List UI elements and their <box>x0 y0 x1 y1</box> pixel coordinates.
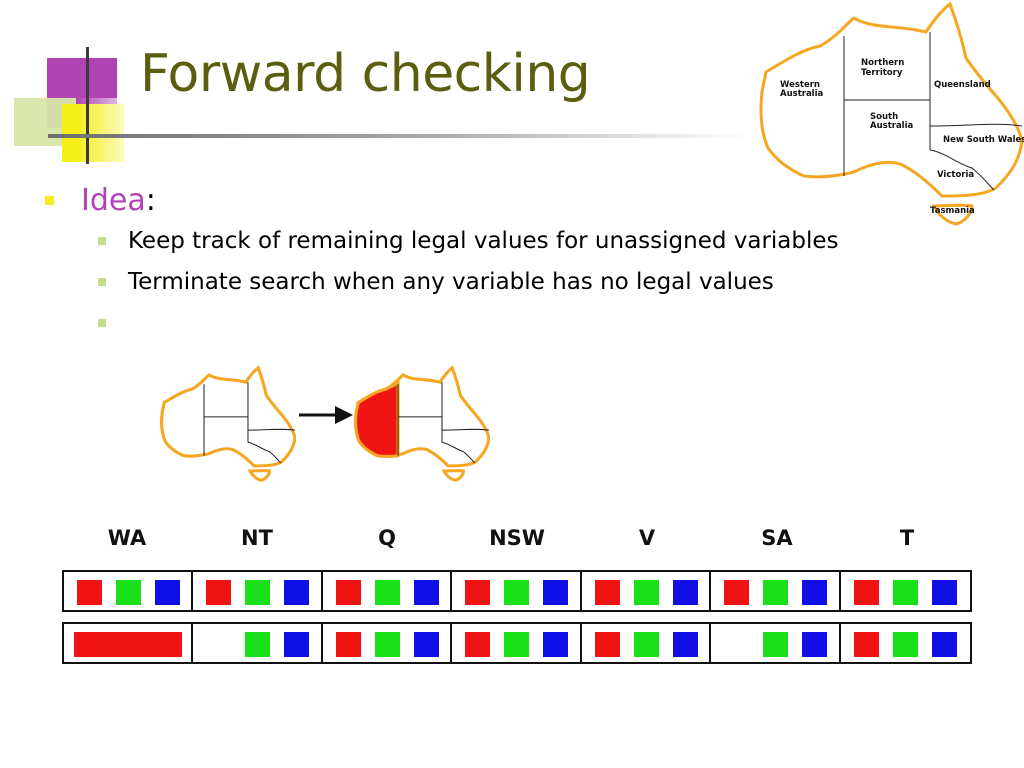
header-q: Q <box>378 526 396 550</box>
sub-bullet-3 <box>98 302 925 343</box>
australia-map: Western Australia Northern Territory Que… <box>759 1 1024 226</box>
blue-value <box>802 580 828 605</box>
blue-value <box>672 580 698 605</box>
blue-value <box>543 580 569 605</box>
small-map-before <box>160 365 296 482</box>
label-new-south-wales: New South Wales <box>943 135 1024 145</box>
sub-bullet-marker <box>98 236 106 245</box>
green-value <box>763 580 789 605</box>
slide-title: Forward checking <box>140 44 591 104</box>
domain-cell-wa <box>64 572 194 610</box>
header-nsw: NSW <box>489 526 545 550</box>
decor-fade <box>76 98 136 162</box>
label-victoria: Victoria <box>937 170 974 180</box>
bullet-idea: Idea: <box>45 180 925 220</box>
domain-cell-wa <box>64 624 194 662</box>
green-value <box>892 632 918 657</box>
header-wa: WA <box>107 526 147 550</box>
sub-bullet-2: Terminate search when any variable has n… <box>98 261 925 302</box>
blue-value <box>284 632 310 657</box>
green-value <box>504 632 530 657</box>
bullet-marker <box>45 195 54 205</box>
red-value <box>594 580 620 605</box>
green-value <box>245 580 271 605</box>
domain-cell-sa <box>711 624 841 662</box>
bullet-list: Idea: Keep track of remaining legal valu… <box>45 180 925 343</box>
variable-headers: WA NT Q NSW V SA T <box>62 526 972 562</box>
red-value <box>465 632 491 657</box>
domain-row-initial <box>62 570 972 612</box>
sub-bullet-marker <box>98 277 106 286</box>
arrow-icon <box>299 406 353 424</box>
domain-cell-v <box>582 624 712 662</box>
bullet-colon: : <box>145 182 156 218</box>
label-northern-territory: Northern Territory <box>861 58 907 78</box>
red-value <box>594 632 620 657</box>
state-borders <box>843 32 1023 191</box>
tasmania-outline <box>931 203 974 226</box>
label-queensland: Queensland <box>934 80 991 90</box>
domain-cell-t <box>841 572 970 610</box>
green-value <box>504 580 530 605</box>
bullet-text: Idea: <box>81 183 156 218</box>
blue-value <box>284 580 310 605</box>
wa-colored-region <box>354 380 400 458</box>
label-south-australia: South Australia <box>870 112 914 131</box>
blue-value <box>155 580 180 605</box>
green-value <box>374 632 400 657</box>
green-value <box>633 580 659 605</box>
green-value <box>892 580 918 605</box>
domain-table: WA NT Q NSW V SA T <box>62 526 972 664</box>
red-value <box>724 580 750 605</box>
domain-cell-v <box>582 572 712 610</box>
bullet-keyword: Idea <box>81 182 146 218</box>
header-nt: NT <box>241 526 273 550</box>
blue-value <box>413 632 439 657</box>
domain-cell-q <box>323 624 453 662</box>
green-value <box>116 580 141 605</box>
red-value <box>335 632 361 657</box>
domain-cell-nt <box>193 572 323 610</box>
domain-row-after-wa <box>62 622 972 664</box>
blue-value <box>543 632 569 657</box>
small-map-after <box>354 365 490 482</box>
sub-bullet-text: Terminate search when any variable has n… <box>128 268 774 295</box>
blue-value <box>672 632 698 657</box>
assigned-red-value <box>74 632 182 657</box>
domain-cell-nsw <box>452 572 582 610</box>
title-underline <box>48 134 748 138</box>
domain-cell-sa <box>711 572 841 610</box>
label-tasmania: Tasmania <box>930 206 975 216</box>
green-value <box>763 632 789 657</box>
domain-cell-t <box>841 624 970 662</box>
header-sa: SA <box>761 526 793 550</box>
green-value <box>374 580 400 605</box>
sub-bullet-1: Keep track of remaining legal values for… <box>98 220 925 261</box>
green-value <box>633 632 659 657</box>
decor-vertical-line <box>86 47 89 164</box>
header-v: V <box>638 526 656 550</box>
header-t: T <box>899 526 915 550</box>
sub-bullet-text: Keep track of remaining legal values for… <box>128 227 839 254</box>
domain-cell-nsw <box>452 624 582 662</box>
red-value <box>206 580 232 605</box>
blue-value <box>931 580 957 605</box>
label-western-australia: Western Australia <box>780 80 824 99</box>
red-value <box>853 632 879 657</box>
domain-cell-nt <box>193 624 323 662</box>
domain-cell-q <box>323 572 453 610</box>
green-value <box>245 632 271 657</box>
blue-value <box>413 580 439 605</box>
red-value <box>853 580 879 605</box>
red-value <box>465 580 491 605</box>
red-value <box>77 580 102 605</box>
sub-bullet-marker <box>98 318 106 327</box>
blue-value <box>931 632 957 657</box>
red-value <box>335 580 361 605</box>
blue-value <box>802 632 828 657</box>
